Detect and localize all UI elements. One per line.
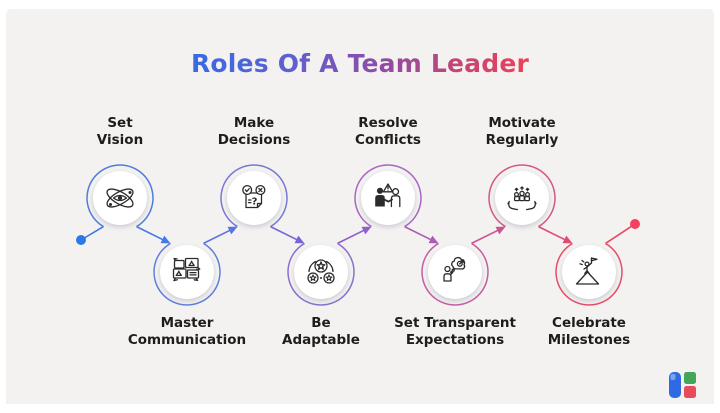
- connector-5: [404, 225, 439, 244]
- decision-checklist-icon: ?: [242, 184, 266, 209]
- connector-1: [136, 225, 171, 244]
- start-line: [83, 225, 104, 239]
- ring-resolve-conflicts: [354, 164, 422, 228]
- logo-blue-notch: [670, 374, 676, 380]
- speech-bubbles-icon: [172, 257, 201, 282]
- node-disc: [562, 245, 616, 299]
- arrowhead: [428, 235, 439, 244]
- end-dot: [630, 219, 640, 229]
- handshake-warning-icon: [375, 183, 401, 208]
- ring-master-communication: [153, 242, 221, 306]
- cycle-stars-icon: [307, 259, 335, 284]
- hands-team-icon: [507, 186, 537, 211]
- ring-motivate-regularly: [488, 164, 556, 228]
- node-label-set-vision: Set Vision: [96, 115, 144, 148]
- node-disc: [227, 171, 281, 225]
- connector-2: [203, 226, 238, 245]
- vision-atom-icon: [106, 188, 134, 208]
- arrowhead: [227, 226, 238, 235]
- arrowhead: [361, 226, 372, 235]
- node-label-resolve-conflicts: Resolve Conflicts: [355, 115, 421, 148]
- connector-4: [337, 226, 372, 245]
- node-disc: [428, 245, 482, 299]
- ring-celebrate-milestones: [555, 242, 623, 306]
- node-label-make-decisions: Make Decisions: [217, 115, 291, 148]
- ring-set-transparent-expectations: [421, 242, 489, 306]
- connector-6: [471, 226, 506, 245]
- brand-logo: [669, 372, 696, 398]
- start-dot: [76, 235, 86, 245]
- ring-set-vision: [86, 164, 154, 228]
- flow-diagram: ?: [76, 164, 640, 306]
- node-label-motivate-regularly: Motivate Regularly: [485, 115, 559, 148]
- logo-green-square: [684, 372, 696, 384]
- ring-make-decisions: [220, 164, 288, 228]
- connector-7: [538, 225, 573, 244]
- node-label-set-transparent-expectations: Set Transparent Expectations: [394, 315, 516, 348]
- thought-target-icon: [443, 256, 466, 282]
- arrowhead: [160, 235, 171, 244]
- ring-be-adaptable: [287, 242, 355, 306]
- question-mark-glyph: ?: [252, 197, 258, 208]
- end-line: [605, 225, 633, 245]
- node-label-master-communication: Master Communication: [127, 315, 247, 348]
- node-label-be-adaptable: Be Adaptable: [282, 315, 360, 348]
- connector-3: [270, 225, 305, 244]
- page-title: Roles Of A Team Leader: [6, 49, 714, 78]
- infographic-card: Roles Of A Team Leader: [6, 9, 714, 404]
- flag-mountain-icon: [575, 257, 600, 285]
- logo-red-square: [684, 386, 696, 398]
- node-disc: [361, 171, 415, 225]
- arrowhead: [562, 235, 573, 244]
- node-label-celebrate-milestones: Celebrate Milestones: [547, 315, 631, 348]
- node-disc: [495, 171, 549, 225]
- arrowhead: [495, 226, 506, 235]
- arrowhead: [294, 235, 305, 244]
